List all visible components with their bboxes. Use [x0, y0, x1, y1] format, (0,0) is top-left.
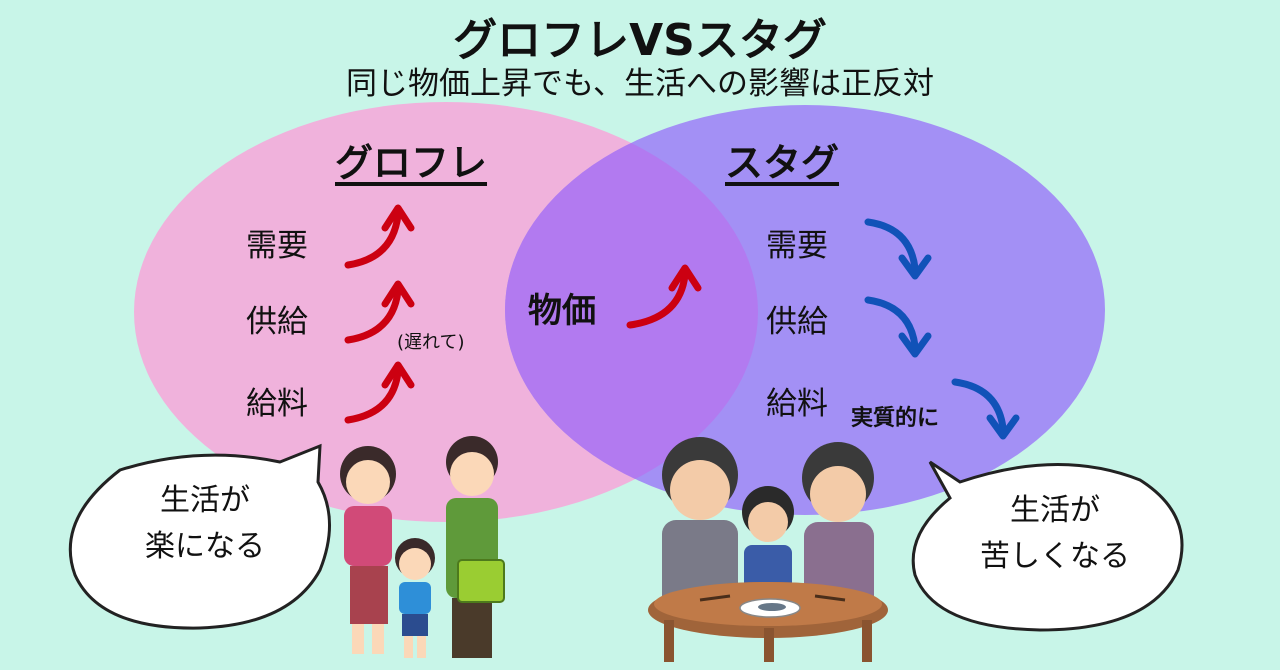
page-title: グロフレVSスタグ	[453, 15, 827, 66]
left-bubble-line-2: 楽になる	[145, 529, 265, 564]
left-item-demand: 需要	[246, 228, 308, 264]
right-item-demand: 需要	[766, 228, 828, 264]
left-item-supply: 供給	[246, 304, 308, 340]
right-bubble-line-2: 苦しくなる	[980, 539, 1130, 574]
down-arrow-icon	[864, 218, 932, 280]
speech-bubble-right	[911, 460, 1184, 632]
right-bubble-text: 生活が 苦しくなる	[940, 488, 1170, 580]
left-bubble-line-1: 生活が	[160, 483, 250, 518]
sad-family-illustration	[648, 437, 888, 662]
venn-overlap	[505, 105, 758, 515]
right-item-supply: 供給	[766, 304, 828, 340]
up-arrow-icon	[626, 264, 702, 329]
center-label: 物価	[528, 291, 596, 331]
down-arrow-icon	[951, 378, 1020, 440]
happy-family-illustration	[340, 436, 505, 658]
right-heading: スタグ	[725, 141, 840, 185]
left-heading: グロフレ	[335, 141, 488, 185]
up-arrow-icon	[344, 204, 415, 269]
up-arrow-icon	[344, 361, 415, 424]
speech-bubble-left	[68, 443, 331, 630]
up-arrow-icon	[344, 280, 415, 344]
page-subtitle: 同じ物価上昇でも、生活への影響は正反対	[345, 66, 935, 102]
left-bubble-text: 生活が 楽になる	[110, 478, 300, 570]
right-item-wage: 給料	[766, 386, 828, 422]
left-item-wage: 給料	[246, 386, 308, 422]
right-note: 実質的に	[851, 406, 940, 431]
left-note: (遅れて)	[397, 332, 465, 353]
right-bubble-line-1: 生活が	[1010, 493, 1100, 528]
down-arrow-icon	[864, 296, 932, 358]
